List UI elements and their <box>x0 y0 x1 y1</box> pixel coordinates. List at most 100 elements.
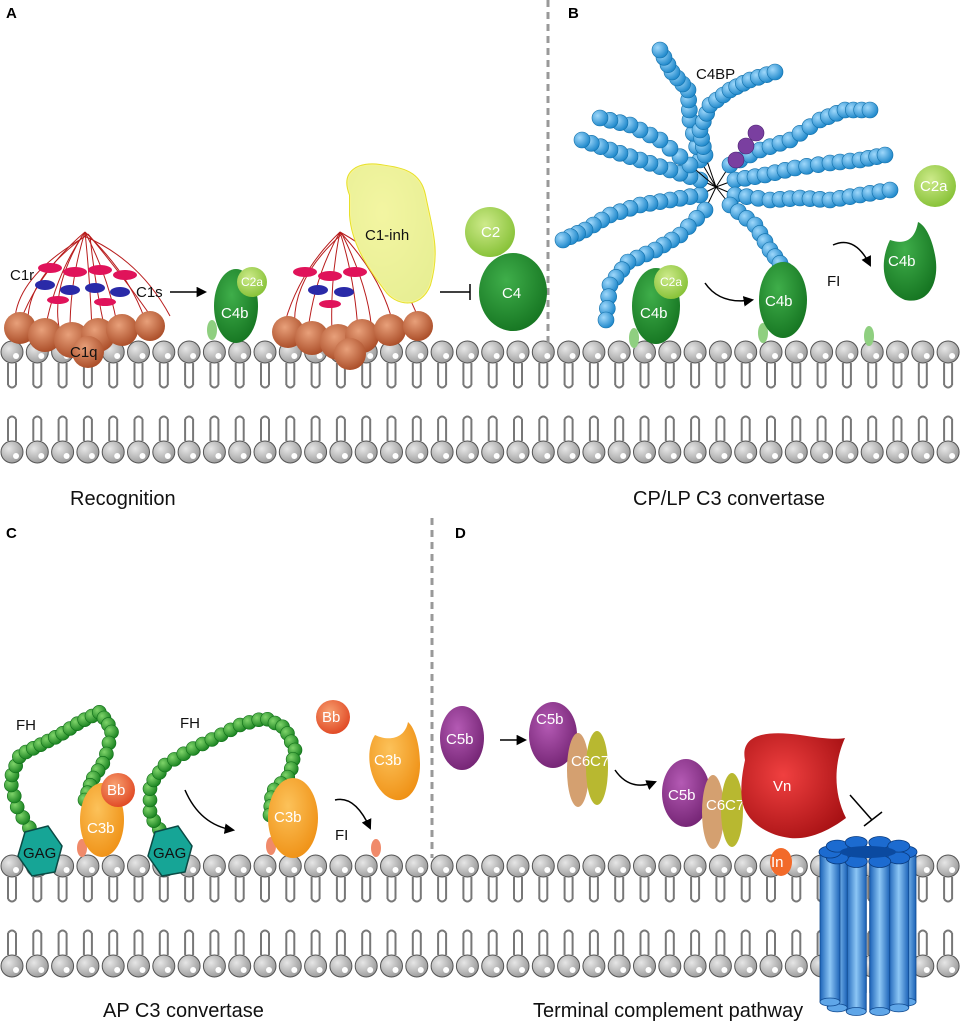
lipid-highlight <box>341 967 348 973</box>
lipid-tail <box>740 363 751 385</box>
lipid-tail <box>538 877 549 899</box>
lipid-highlight <box>949 453 956 459</box>
lipid-tail <box>285 877 296 899</box>
lipid-head <box>76 854 100 878</box>
label-c6-2: C6 <box>706 797 725 814</box>
lipid-head <box>101 440 125 464</box>
lipid-tail-end <box>943 898 953 903</box>
label-c4bp: C4BP <box>696 66 735 83</box>
lipid-highlight <box>190 453 197 459</box>
lipid-tail-end <box>57 929 68 934</box>
lipid-tail <box>841 363 852 385</box>
lipid-tail-end <box>108 898 118 903</box>
lipid-highlight <box>670 453 677 459</box>
lipid-tail <box>57 877 68 899</box>
lipid-highlight <box>923 453 930 459</box>
lipid-head <box>557 854 581 878</box>
lipid-tail <box>740 877 751 899</box>
lipid-tail <box>740 419 751 441</box>
lipid-tail <box>513 933 523 955</box>
c3b-protein-c2 <box>268 778 318 858</box>
lipid-highlight <box>88 867 95 873</box>
lipid-tail <box>411 933 422 955</box>
lipid-tail <box>740 933 751 955</box>
lipid-tail <box>411 419 422 441</box>
lipid-tail-end <box>184 384 194 389</box>
lipid-tail-end <box>538 898 549 903</box>
lipid-highlight <box>443 453 450 459</box>
lipid-head <box>860 440 884 464</box>
lipid-highlight <box>923 353 930 359</box>
bb-protein-c1 <box>101 773 135 807</box>
lipid-highlight <box>114 967 121 973</box>
lipid-head <box>380 854 403 878</box>
lipid-highlight <box>13 453 19 459</box>
c4b-protein-b2 <box>759 262 807 338</box>
lipid-tail <box>133 877 144 899</box>
lipid-highlight <box>215 867 222 873</box>
lipid-tail <box>285 419 296 441</box>
lipid-highlight <box>822 353 829 359</box>
lipid-highlight <box>316 453 323 459</box>
lipid-head <box>911 440 935 464</box>
lipid-tail-end <box>740 415 751 420</box>
lipid-highlight <box>949 867 956 873</box>
lipid-tail <box>791 933 802 955</box>
lipid-highlight <box>13 353 19 359</box>
lipid-head <box>911 340 935 364</box>
mac-c9-subunit <box>819 851 841 1003</box>
lipid-highlight <box>266 353 272 359</box>
lipid-head <box>835 440 859 464</box>
lipid-highlight <box>190 967 197 973</box>
lipid-head <box>202 954 226 978</box>
lipid-tail <box>82 877 93 899</box>
lipid-highlight <box>215 453 222 459</box>
lipid-tail-end <box>892 384 903 389</box>
lipid-tail <box>184 877 195 899</box>
lipid-head <box>354 440 378 464</box>
lipid-highlight <box>620 967 627 973</box>
lipid-tail-end <box>108 929 118 934</box>
lipid-tail <box>32 419 43 441</box>
lipid-highlight <box>569 353 576 359</box>
c2a-protein-a <box>237 267 267 297</box>
lipid-tail-end <box>209 929 220 934</box>
lipid-tail-end <box>766 415 776 420</box>
lipid-head <box>278 954 302 978</box>
lipid-tail <box>639 419 650 441</box>
lipid-head <box>582 854 606 878</box>
lipid-head <box>481 954 505 978</box>
cell-membrane-top <box>0 340 960 464</box>
lipid-tail-end <box>614 384 624 389</box>
lipid-tail-end <box>563 929 574 934</box>
lipid-tail <box>791 419 802 441</box>
lipid-tail <box>32 933 43 955</box>
lipid-tail-end <box>715 898 726 903</box>
lipid-highlight <box>417 867 424 873</box>
lipid-head <box>683 340 707 364</box>
lipid-highlight <box>670 353 677 359</box>
c5b-protein-1 <box>440 706 484 770</box>
lipid-head <box>25 954 49 978</box>
lipid-tail <box>715 877 726 899</box>
lipid-tail <box>7 933 17 955</box>
lipid-tail-end <box>412 415 422 420</box>
lipid-tail <box>7 363 17 385</box>
lipid-tail-end <box>7 415 17 420</box>
lipid-highlight <box>341 867 348 873</box>
lipid-tail-end <box>159 415 169 420</box>
lipid-highlight <box>569 453 576 459</box>
lipid-tail-end <box>108 384 118 389</box>
lipid-tail <box>437 363 448 385</box>
lipid-tail-end <box>715 929 726 934</box>
c4bp-bead <box>766 63 784 81</box>
lipid-tail-end <box>842 384 852 389</box>
lipid-tail-end <box>310 898 321 903</box>
lipid-highlight <box>721 353 728 359</box>
lipid-tail <box>234 933 245 955</box>
label-c7-2: C7 <box>725 797 744 814</box>
lipid-tail <box>411 363 422 385</box>
arrow-c2a-release <box>704 282 755 307</box>
lipid-tail-end <box>715 384 726 389</box>
lipid-tail <box>57 419 68 441</box>
